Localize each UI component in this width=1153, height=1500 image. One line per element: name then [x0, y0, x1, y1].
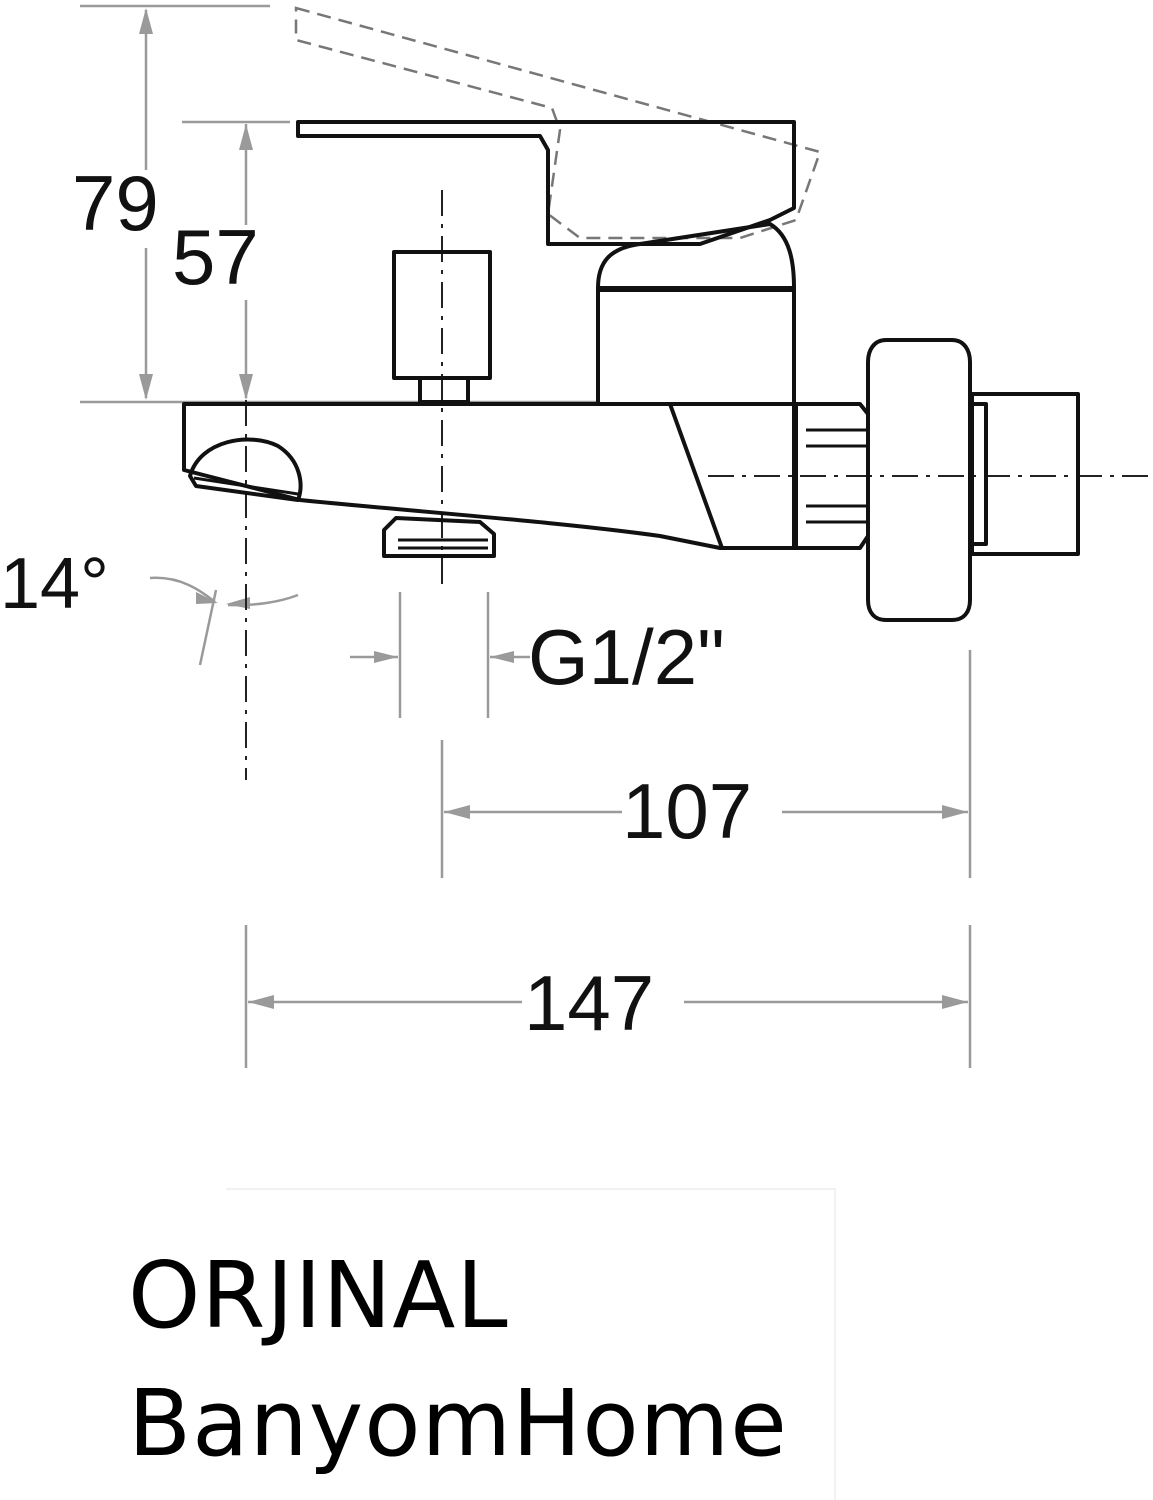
total-length-label: 147: [524, 959, 654, 1047]
overall-height-label: 79: [72, 159, 159, 247]
lever-raised-outline: [294, 6, 822, 240]
watermark-line-1: ORJINAL: [128, 1242, 509, 1349]
watermark-line-2: BanyomHome: [128, 1370, 788, 1477]
center-to-wall-label: 107: [622, 767, 752, 855]
thread-size-label: G1/2": [528, 613, 725, 701]
body-height-label: 57: [172, 213, 259, 301]
spout-angle-label: 14°: [0, 544, 109, 624]
watermark-frame: [226, 1188, 836, 1500]
dimension-labels: 79 57 14° G1/2" 107 147: [0, 159, 752, 1047]
dimension-lines: [80, 4, 972, 1068]
faucet-body: [182, 120, 1080, 622]
